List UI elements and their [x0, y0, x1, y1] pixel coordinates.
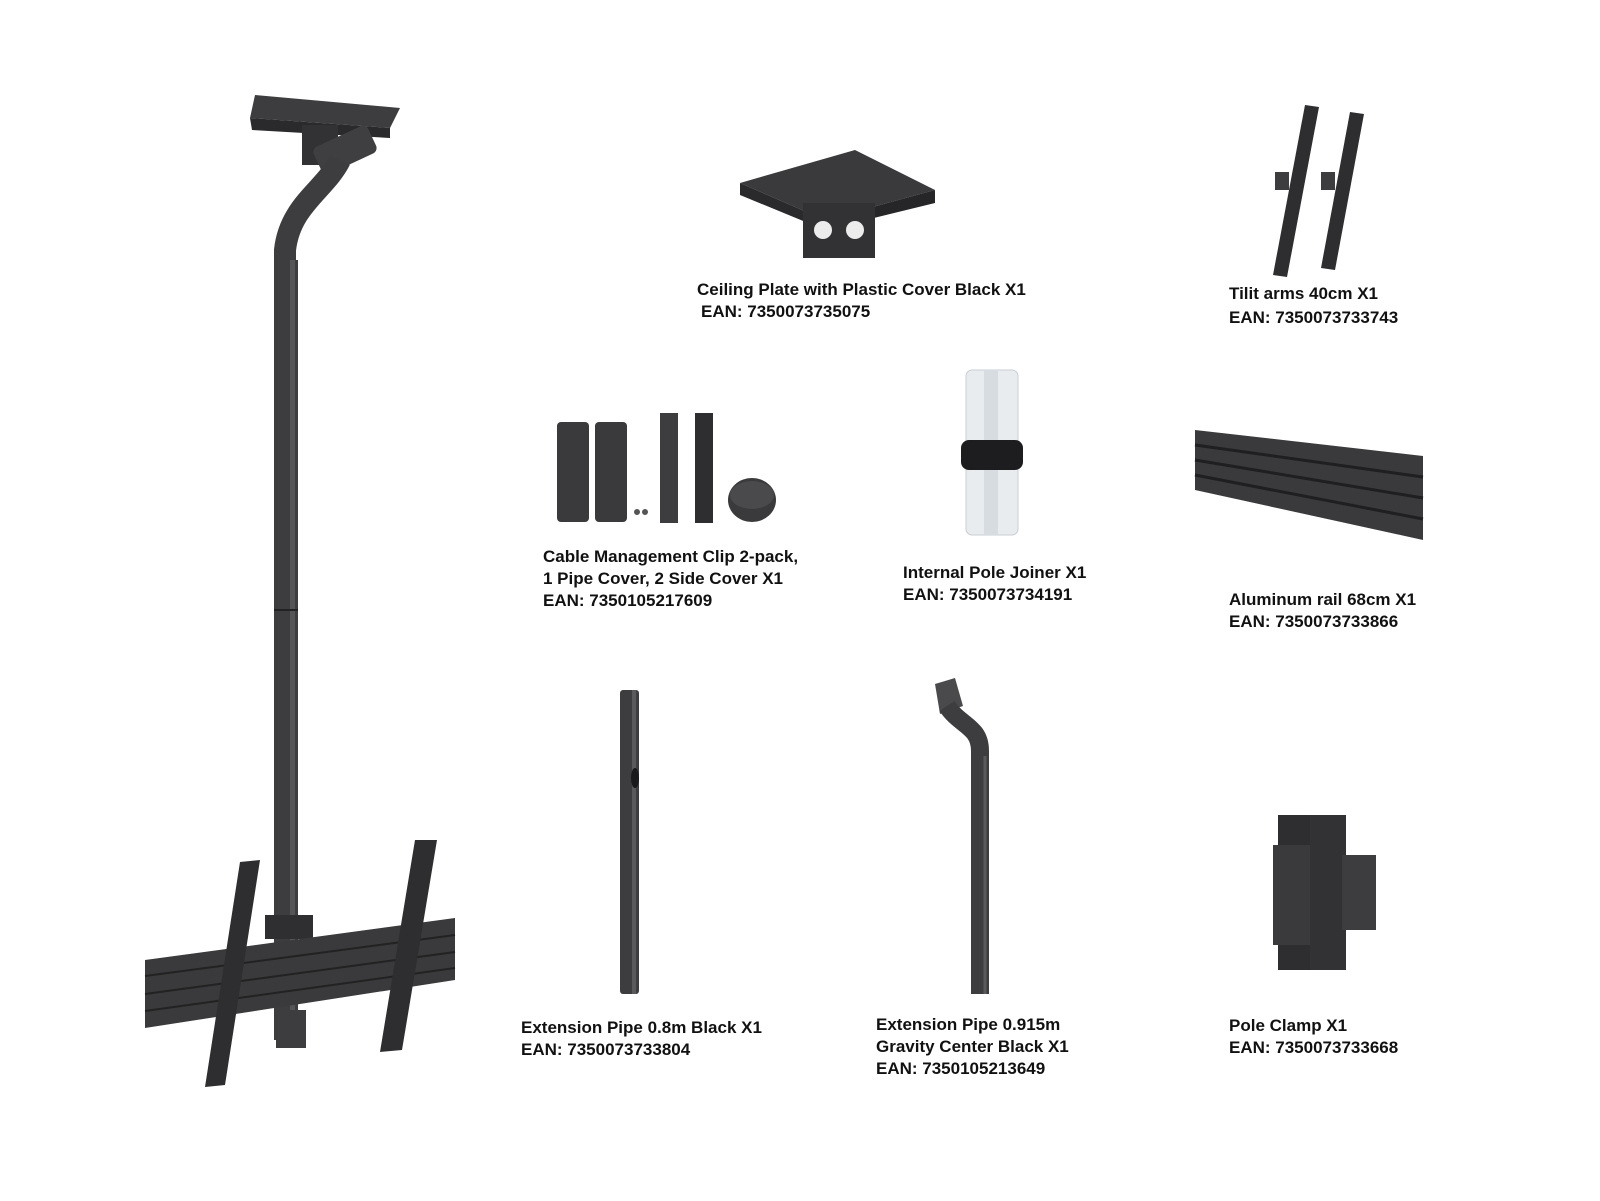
extension-pipe-08-caption: Extension Pipe 0.8m Black X1 EAN: 735007…	[521, 1017, 762, 1061]
extension-pipe-08-name: Extension Pipe 0.8m Black X1	[521, 1018, 762, 1037]
aluminum-rail-image	[1194, 430, 1424, 540]
pole-joiner-ean: EAN: 7350073734191	[903, 585, 1073, 604]
extension-pipe-0915-caption: Extension Pipe 0.915m Gravity Center Bla…	[876, 1014, 1069, 1080]
ceiling-plate-name: Ceiling Plate with Plastic Cover Black X…	[697, 280, 1026, 299]
ceiling-plate-caption: Ceiling Plate with Plastic Cover Black X…	[697, 279, 1026, 323]
tilt-arms-image	[1273, 105, 1364, 277]
extension-pipe-0915-name-line1: Extension Pipe 0.915m	[876, 1015, 1061, 1034]
aluminum-rail-caption: Aluminum rail 68cm X1 EAN: 7350073733866	[1229, 589, 1416, 633]
aluminum-rail-name: Aluminum rail 68cm X1	[1229, 590, 1417, 609]
assembled-ceiling-mount-image	[144, 95, 456, 1087]
pole-clamp-ean: EAN: 7350073733668	[1229, 1038, 1399, 1057]
cable-clip-name-line1: Cable Management Clip 2-pack,	[543, 547, 799, 566]
extension-pipe-08-image	[620, 690, 639, 994]
cable-clip-image	[557, 413, 776, 523]
cable-clip-caption: Cable Management Clip 2-pack, 1 Pipe Cov…	[543, 546, 798, 612]
pole-clamp-name: Pole Clamp X1	[1229, 1016, 1348, 1035]
tilt-arms-name: Tilit arms 40cm X1	[1229, 284, 1378, 303]
pole-joiner-image	[961, 369, 1023, 536]
pole-clamp-image	[1273, 815, 1376, 970]
pole-joiner-name: Internal Pole Joiner X1	[903, 563, 1087, 582]
tilt-arms-ean: EAN: 7350073733743	[1229, 308, 1399, 327]
extension-pipe-0915-image	[935, 678, 989, 994]
cable-clip-name-line2: 1 Pipe Cover, 2 Side Cover X1	[543, 569, 784, 588]
cable-clip-ean: EAN: 7350105217609	[543, 591, 713, 610]
aluminum-rail-ean: EAN: 7350073733866	[1229, 612, 1399, 631]
ceiling-plate-ean: EAN: 7350073735075	[701, 302, 871, 321]
extension-pipe-08-ean: EAN: 7350073733804	[521, 1040, 691, 1059]
pole-clamp-caption: Pole Clamp X1 EAN: 7350073733668	[1229, 1015, 1398, 1059]
extension-pipe-0915-name-line2: Gravity Center Black X1	[876, 1037, 1069, 1056]
pole-joiner-caption: Internal Pole Joiner X1 EAN: 73500737341…	[903, 562, 1086, 606]
ceiling-plate-image	[740, 150, 935, 258]
tilt-arms-caption: Tilit arms 40cm X1 EAN: 7350073733743	[1229, 283, 1398, 329]
extension-pipe-0915-ean: EAN: 7350105213649	[876, 1059, 1046, 1078]
